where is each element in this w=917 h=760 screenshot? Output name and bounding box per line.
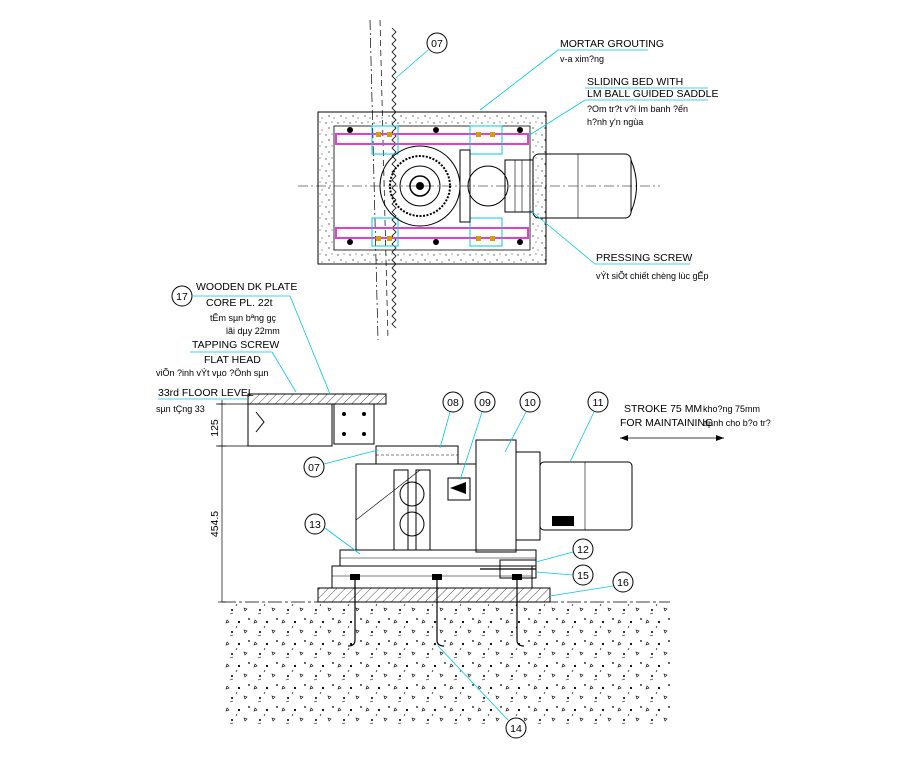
bubble-13-text: 13 [309,519,321,531]
rack-teeth [391,27,397,329]
sliding-sub-1: ?Om tr?t v?i lm banh ?ến [587,104,688,114]
gearbox-side [475,439,517,553]
floor-sub: sµn tÇng 33 [156,404,205,414]
guide-line-1 [369,19,379,341]
stroke-title-2: FOR MAINTAINING [620,417,713,429]
break-symbol [255,411,265,433]
plate-bracket [333,403,375,445]
floor-title: 33rd FLOOR LEVEL [158,387,254,399]
gearbox-flange [467,165,509,207]
bubble-14 [505,717,527,739]
stroke-sub-1: kho?ng 75mm [703,404,760,414]
saddles [371,125,503,247]
bubble-15-text: 15 [577,570,589,582]
pinion-side-1 [399,481,425,507]
rail-top [335,133,529,145]
side-callouts: 17 WOODEN DK PLATE CORE PL. 22t tÊm sµn … [156,281,634,739]
bubble-12 [572,538,594,560]
stroke-note: STROKE 75 MM kho?ng 75mm FOR MAINTAINING… [620,403,771,441]
plan-callouts: 07 MORTAR GROUTING v-a xim?ng SLIDING BE… [395,32,719,281]
rail-bottom [335,227,529,239]
bubble-17-text: 17 [176,291,188,303]
bubble-10 [519,391,541,413]
dim-125: 125 [209,419,221,437]
bubble-07-top-text: 07 [431,38,443,50]
wooden-sub-2: lãi dµy 22mm [226,326,280,336]
plan-bolts [347,127,523,245]
bubble-11-text: 11 [593,397,604,409]
tapping-sub: viÕn ?inh vÝt vµo ?Önh sµn [156,368,268,378]
bubble-08-text: 08 [447,397,459,409]
base-nuts [350,574,522,580]
sliding-title-2: LM BALL GUIDED SADDLE [587,88,719,100]
sliding-title-1: SLIDING BED WITH [587,76,683,88]
concrete-ground [222,602,670,724]
bubble-14-text: 14 [510,723,522,735]
bubble-07-top [426,32,448,54]
bubble-10-text: 10 [524,397,536,409]
tapping-title-1: TAPPING SCREW [192,339,279,351]
wooden-plate [247,393,387,405]
stroke-sub-2: dµnh cho b?o tr? [703,418,771,428]
pinion-hub [399,165,441,207]
bubble-09 [474,391,496,413]
bubble-16 [612,571,634,593]
dim-4545: 454.5 [209,511,221,537]
motor-terminal [552,516,574,526]
pinion-teeth [389,155,451,217]
motor-plan [532,153,632,219]
bubble-07-side [303,456,325,478]
bubble-12-text: 12 [577,544,589,556]
base-plate [333,125,531,251]
sliding-sub-2: h?nh y'n ngùa [587,117,643,127]
bubble-08 [442,391,464,413]
wooden-title-2: CORE PL. 22t [206,297,273,309]
bubble-16-text: 16 [617,577,629,589]
tapping-title-2: FLAT HEAD [204,354,261,366]
pinion-side-2 [399,511,425,537]
wooden-sub-1: tÊm sµn bªng gç [210,313,277,323]
pinion-bore [409,175,431,197]
grout-slab [317,587,551,603]
anchor-bolts [347,580,525,647]
plan-yellow-marks [376,132,495,241]
motor-side [539,461,633,531]
pressing-sub: vÝt siÕt chiết chèng lùc gẾp [596,271,709,281]
guide-line-2 [379,19,389,341]
mortar-title: MORTAR GROUTING [560,38,664,50]
bubble-09-text: 09 [479,397,491,409]
bubble-13 [304,513,326,535]
wooden-title-1: WOODEN DK PLATE [196,281,297,293]
plan-view [298,19,660,341]
dimension-lines [216,400,248,603]
pressing-title: PRESSING SCREW [596,252,692,264]
pinion-center [416,182,424,190]
bubble-11 [587,391,609,413]
bubble-07-side-text: 07 [308,462,320,474]
stroke-title-1: STROKE 75 MM [624,403,702,415]
mortar-sub: v-a xim?ng [560,54,604,64]
